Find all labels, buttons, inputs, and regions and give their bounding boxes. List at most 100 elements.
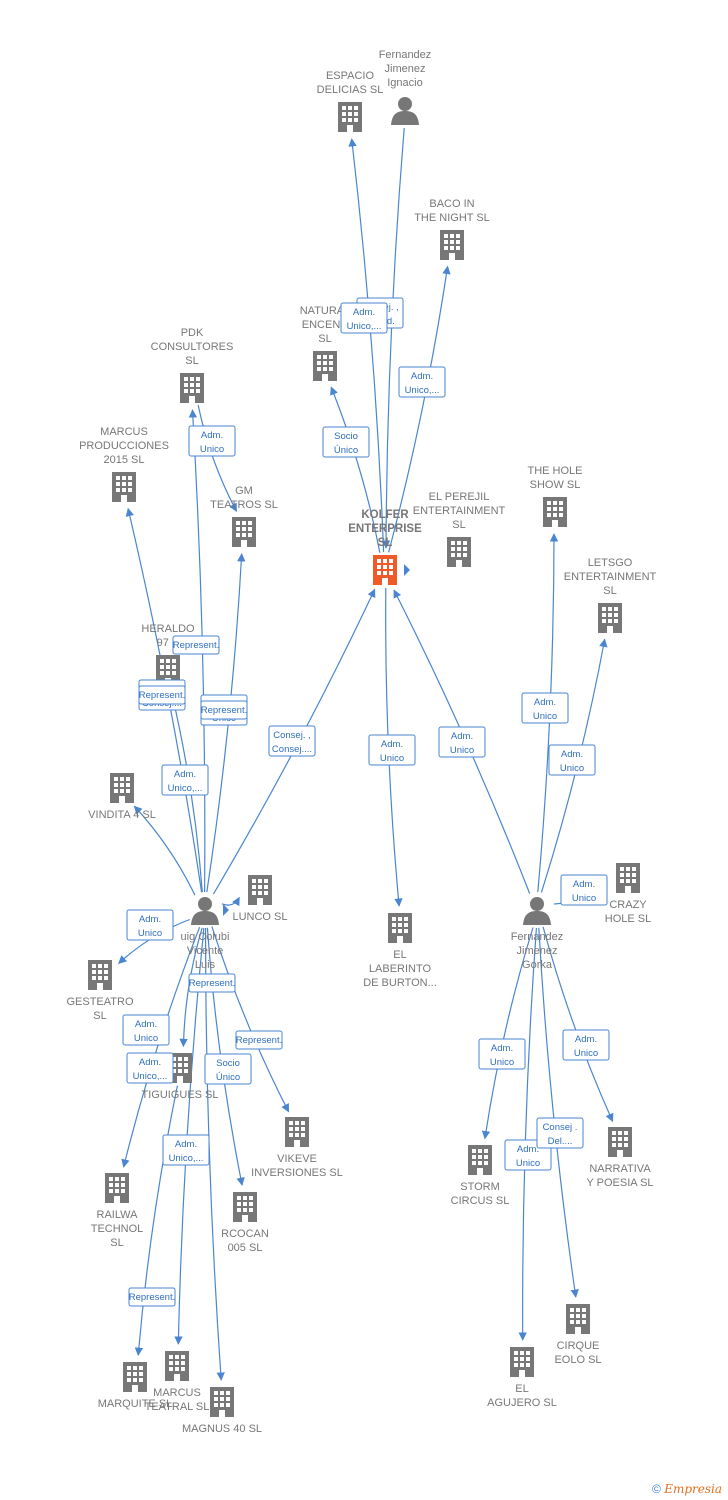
- node-label: LETSGO: [588, 557, 633, 569]
- node-label: SL: [378, 537, 393, 549]
- node-label: MARQUITE SL: [98, 1398, 173, 1410]
- edge-label[interactable]: Represent.: [138, 685, 186, 705]
- edge-label-text: Consej. ,: [273, 730, 311, 741]
- edge-labels-layer: Consej. ,Presid.Adm.Unico,...Adm.Unico,.…: [122, 297, 610, 1307]
- edge-label-box: [560, 874, 608, 906]
- node-label: TECHNOL: [91, 1223, 144, 1235]
- edge-label[interactable]: Adm.Unico: [478, 1038, 526, 1070]
- edge-label[interactable]: Adm.Unico,...: [126, 1052, 174, 1084]
- edge-label-text: Unico: [134, 1033, 158, 1044]
- edge-label[interactable]: Adm.Unico: [438, 726, 486, 758]
- edge-label[interactable]: Adm.Unico: [562, 1029, 610, 1061]
- edge-label-box: [172, 635, 220, 655]
- edge-label-text: Consej....: [272, 744, 312, 755]
- edge-label[interactable]: Adm.Unico,...: [340, 302, 388, 334]
- edge-label-box: [162, 1134, 210, 1166]
- edge-puig-vindita: [133, 805, 196, 896]
- edge-label-box: [322, 426, 370, 458]
- edge-label-box: [200, 700, 248, 720]
- node-tiguigues[interactable]: TIGUIGUES SL: [141, 1053, 219, 1101]
- node-label: Jimenez: [385, 63, 426, 75]
- edge-label[interactable]: Adm.Unico,...: [162, 1134, 210, 1166]
- edge-label-box: [122, 1014, 170, 1046]
- edge-label[interactable]: Represent.: [172, 635, 220, 655]
- edge-pdk-gm: [197, 404, 238, 513]
- edge-label[interactable]: Represent.: [235, 1030, 283, 1050]
- edge-label-box: [398, 366, 446, 398]
- edge-label[interactable]: Consej .Del....: [536, 1117, 584, 1149]
- node-magnus[interactable]: MAGNUS 40 SL: [182, 1387, 262, 1435]
- edge-label-text: Represent.: [201, 705, 247, 716]
- edge-label[interactable]: Adm.Unico: [368, 734, 416, 766]
- edge-label[interactable]: Adm.Unico: [126, 909, 174, 941]
- node-vindita[interactable]: VINDITA 4 SL: [88, 773, 156, 821]
- person-icon: [191, 897, 219, 925]
- building-icon: [598, 603, 622, 633]
- node-label: ENCEND: [302, 319, 349, 331]
- building-icon: [608, 1127, 632, 1157]
- edge-label-text: Represent.: [173, 640, 219, 651]
- building-icon: [447, 537, 471, 567]
- edge-label-text: Socio: [334, 431, 358, 442]
- edge-label[interactable]: Represent.: [128, 1287, 176, 1307]
- expand-arrow-icon[interactable]: [223, 904, 229, 916]
- edge-label-text: Adm.: [534, 697, 556, 708]
- edge-label-box: [128, 1287, 176, 1307]
- building-icon: [105, 1173, 129, 1203]
- node-label: THE NIGHT SL: [414, 212, 490, 224]
- edge-label[interactable]: Consej. , Consej....: [268, 725, 316, 757]
- edge-label-box: [438, 726, 486, 758]
- edge-label-text: Único: [334, 445, 358, 456]
- edge-label[interactable]: Adm.Unico,...: [398, 366, 446, 398]
- brand-name[interactable]: Empresia: [664, 1482, 722, 1496]
- edge-label-box: [126, 1052, 174, 1084]
- edge-puig-lunco: [221, 896, 240, 907]
- edge-label-text: Adm.: [573, 879, 595, 890]
- edge-label[interactable]: Represent.: [200, 700, 248, 720]
- node-label: NARRATIVA: [589, 1163, 651, 1175]
- edge-label[interactable]: Represent.: [188, 973, 236, 993]
- edge-label-text: Unico,...: [133, 1071, 168, 1082]
- expand-arrow-icon[interactable]: [404, 564, 410, 576]
- edge-label[interactable]: Adm.Unico: [548, 744, 596, 776]
- edge-label-text: Unico: [533, 711, 557, 722]
- edge-label[interactable]: Adm.Unico: [560, 874, 608, 906]
- edge-kolfer-espacio: [348, 138, 385, 553]
- edge-label[interactable]: Adm.Unico: [122, 1014, 170, 1046]
- node-label: ENTERTAINMENT: [564, 571, 657, 583]
- node-lunco[interactable]: LUNCO SL: [232, 875, 288, 923]
- edge-label[interactable]: Adm.Unico,...: [161, 764, 209, 796]
- edge-fj_gorka-storm: [481, 927, 534, 1140]
- building-icon: [388, 913, 412, 943]
- person-icon: [523, 897, 551, 925]
- edge-label[interactable]: Adm. Unico: [521, 692, 569, 724]
- edge-label[interactable]: Adm.Unico: [188, 425, 236, 457]
- node-marquite[interactable]: MARQUITE SL: [98, 1362, 173, 1410]
